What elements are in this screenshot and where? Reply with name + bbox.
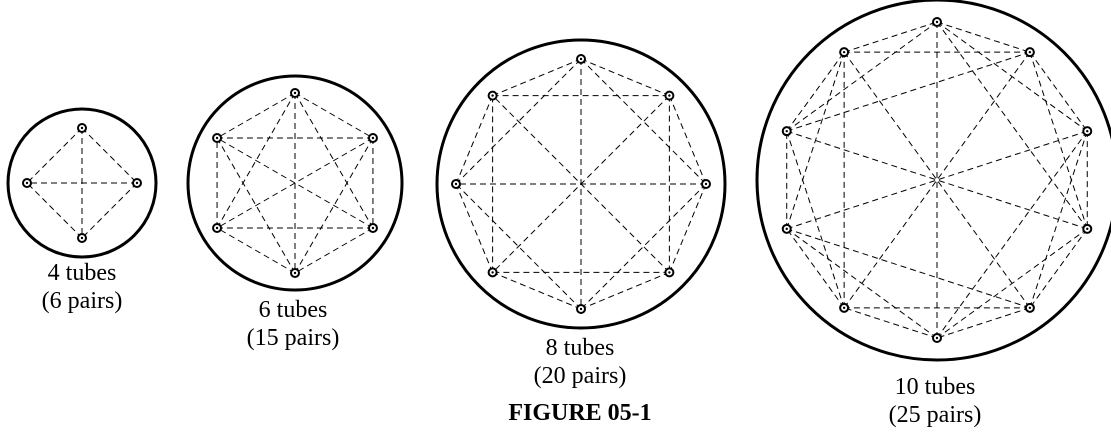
- pair-connection: [668, 183, 707, 273]
- tube-center: [80, 236, 84, 240]
- tube-center: [1028, 306, 1032, 310]
- tube-center: [579, 307, 583, 311]
- tube-center: [935, 336, 939, 340]
- tube-center: [80, 126, 84, 130]
- pair-connection: [843, 51, 1031, 309]
- tube-center: [842, 50, 846, 54]
- diagram-4-count: 10 tubes: [894, 374, 976, 400]
- pair-connection: [786, 131, 845, 308]
- figure-caption: FIGURE 05-1: [508, 400, 652, 426]
- diagram-2: [186, 74, 404, 292]
- outer-circle: [755, 0, 1111, 362]
- pair-connection: [216, 137, 296, 274]
- pair-connection: [216, 137, 374, 229]
- tube-center: [491, 271, 494, 274]
- pair-connection: [843, 307, 938, 339]
- diagram-4-label: 10 tubes (25 pairs): [845, 373, 1025, 429]
- pair-connection: [294, 92, 374, 229]
- diagram-1-pairs: (6 pairs): [41, 288, 123, 314]
- diagram-1: [6, 107, 158, 259]
- pair-connection: [26, 127, 83, 184]
- diagram-3-count: 8 tubes: [545, 335, 615, 361]
- pair-connection: [455, 95, 494, 185]
- tube-center: [1086, 129, 1089, 133]
- pair-connection: [1029, 131, 1088, 308]
- pair-connection: [786, 228, 1031, 309]
- tube-center: [1028, 50, 1032, 54]
- tube-center: [454, 182, 458, 186]
- outer-circle: [435, 38, 727, 330]
- pair-connection: [786, 130, 1088, 230]
- tube-center: [1086, 227, 1089, 231]
- pair-connection: [580, 183, 707, 310]
- pair-connection: [843, 51, 1031, 309]
- pair-connection: [294, 137, 374, 274]
- pair-connection: [26, 182, 83, 239]
- diagram-4-pairs: (25 pairs): [888, 402, 982, 428]
- pair-connection: [936, 130, 1088, 339]
- tube-center: [704, 182, 708, 186]
- pair-connection: [936, 21, 1031, 53]
- pair-connection: [786, 21, 938, 132]
- pair-connection: [216, 92, 296, 139]
- tube-center: [215, 226, 219, 230]
- diagram-3-label: 8 tubes (20 pairs): [490, 334, 670, 390]
- tube-center: [785, 129, 788, 133]
- tube-center: [668, 94, 671, 97]
- pair-connection: [786, 130, 1088, 230]
- pair-connection: [492, 58, 582, 97]
- pair-connection: [580, 271, 670, 310]
- outer-circle: [186, 74, 404, 292]
- pair-connection: [1029, 51, 1088, 132]
- pair-connection: [786, 52, 845, 229]
- tube-center: [785, 227, 788, 231]
- diagram-2-count: 6 tubes: [258, 297, 328, 323]
- tube-center: [293, 271, 297, 275]
- pair-connection: [786, 228, 845, 309]
- tube-center: [668, 271, 671, 274]
- pair-connection: [580, 58, 670, 97]
- outer-circle: [6, 107, 158, 259]
- pair-connection: [1029, 228, 1088, 309]
- pair-connection: [294, 227, 374, 274]
- pair-connection: [1029, 52, 1088, 229]
- pair-connection: [786, 51, 1031, 132]
- diagram-2-label: 6 tubes (15 pairs): [203, 296, 383, 352]
- pair-connection: [786, 228, 938, 339]
- diagram-4: [755, 0, 1111, 362]
- tube-center: [935, 20, 939, 24]
- tube-center: [293, 91, 297, 95]
- pair-connection: [81, 127, 138, 184]
- tube-center: [579, 57, 583, 61]
- diagram-1-count: 4 tubes: [47, 260, 117, 286]
- pair-connection: [216, 92, 296, 229]
- tube-center: [842, 306, 846, 310]
- diagram-3-pairs: (20 pairs): [533, 363, 627, 389]
- pair-connection: [580, 58, 707, 185]
- diagram-3: [435, 38, 727, 330]
- pair-connection: [786, 51, 845, 132]
- pair-connection: [492, 271, 582, 310]
- pair-connection: [936, 228, 1088, 339]
- pair-connection: [936, 307, 1031, 339]
- pair-connection: [936, 21, 1088, 230]
- tube-center: [135, 181, 139, 185]
- pair-connection: [668, 95, 707, 185]
- pair-connection: [455, 183, 494, 273]
- pair-connection: [843, 21, 938, 53]
- pair-connection: [936, 21, 1088, 132]
- tube-center: [491, 94, 494, 97]
- pair-connection: [216, 227, 296, 274]
- diagram-1-label: 4 tubes (6 pairs): [0, 259, 172, 315]
- pair-connection: [294, 92, 374, 139]
- tube-center: [215, 136, 219, 140]
- tube-center: [371, 226, 375, 230]
- pair-connection: [492, 95, 670, 273]
- diagram-2-pairs: (15 pairs): [246, 325, 340, 351]
- tube-center: [371, 136, 375, 140]
- tube-center: [25, 181, 29, 185]
- pair-connection: [81, 182, 138, 239]
